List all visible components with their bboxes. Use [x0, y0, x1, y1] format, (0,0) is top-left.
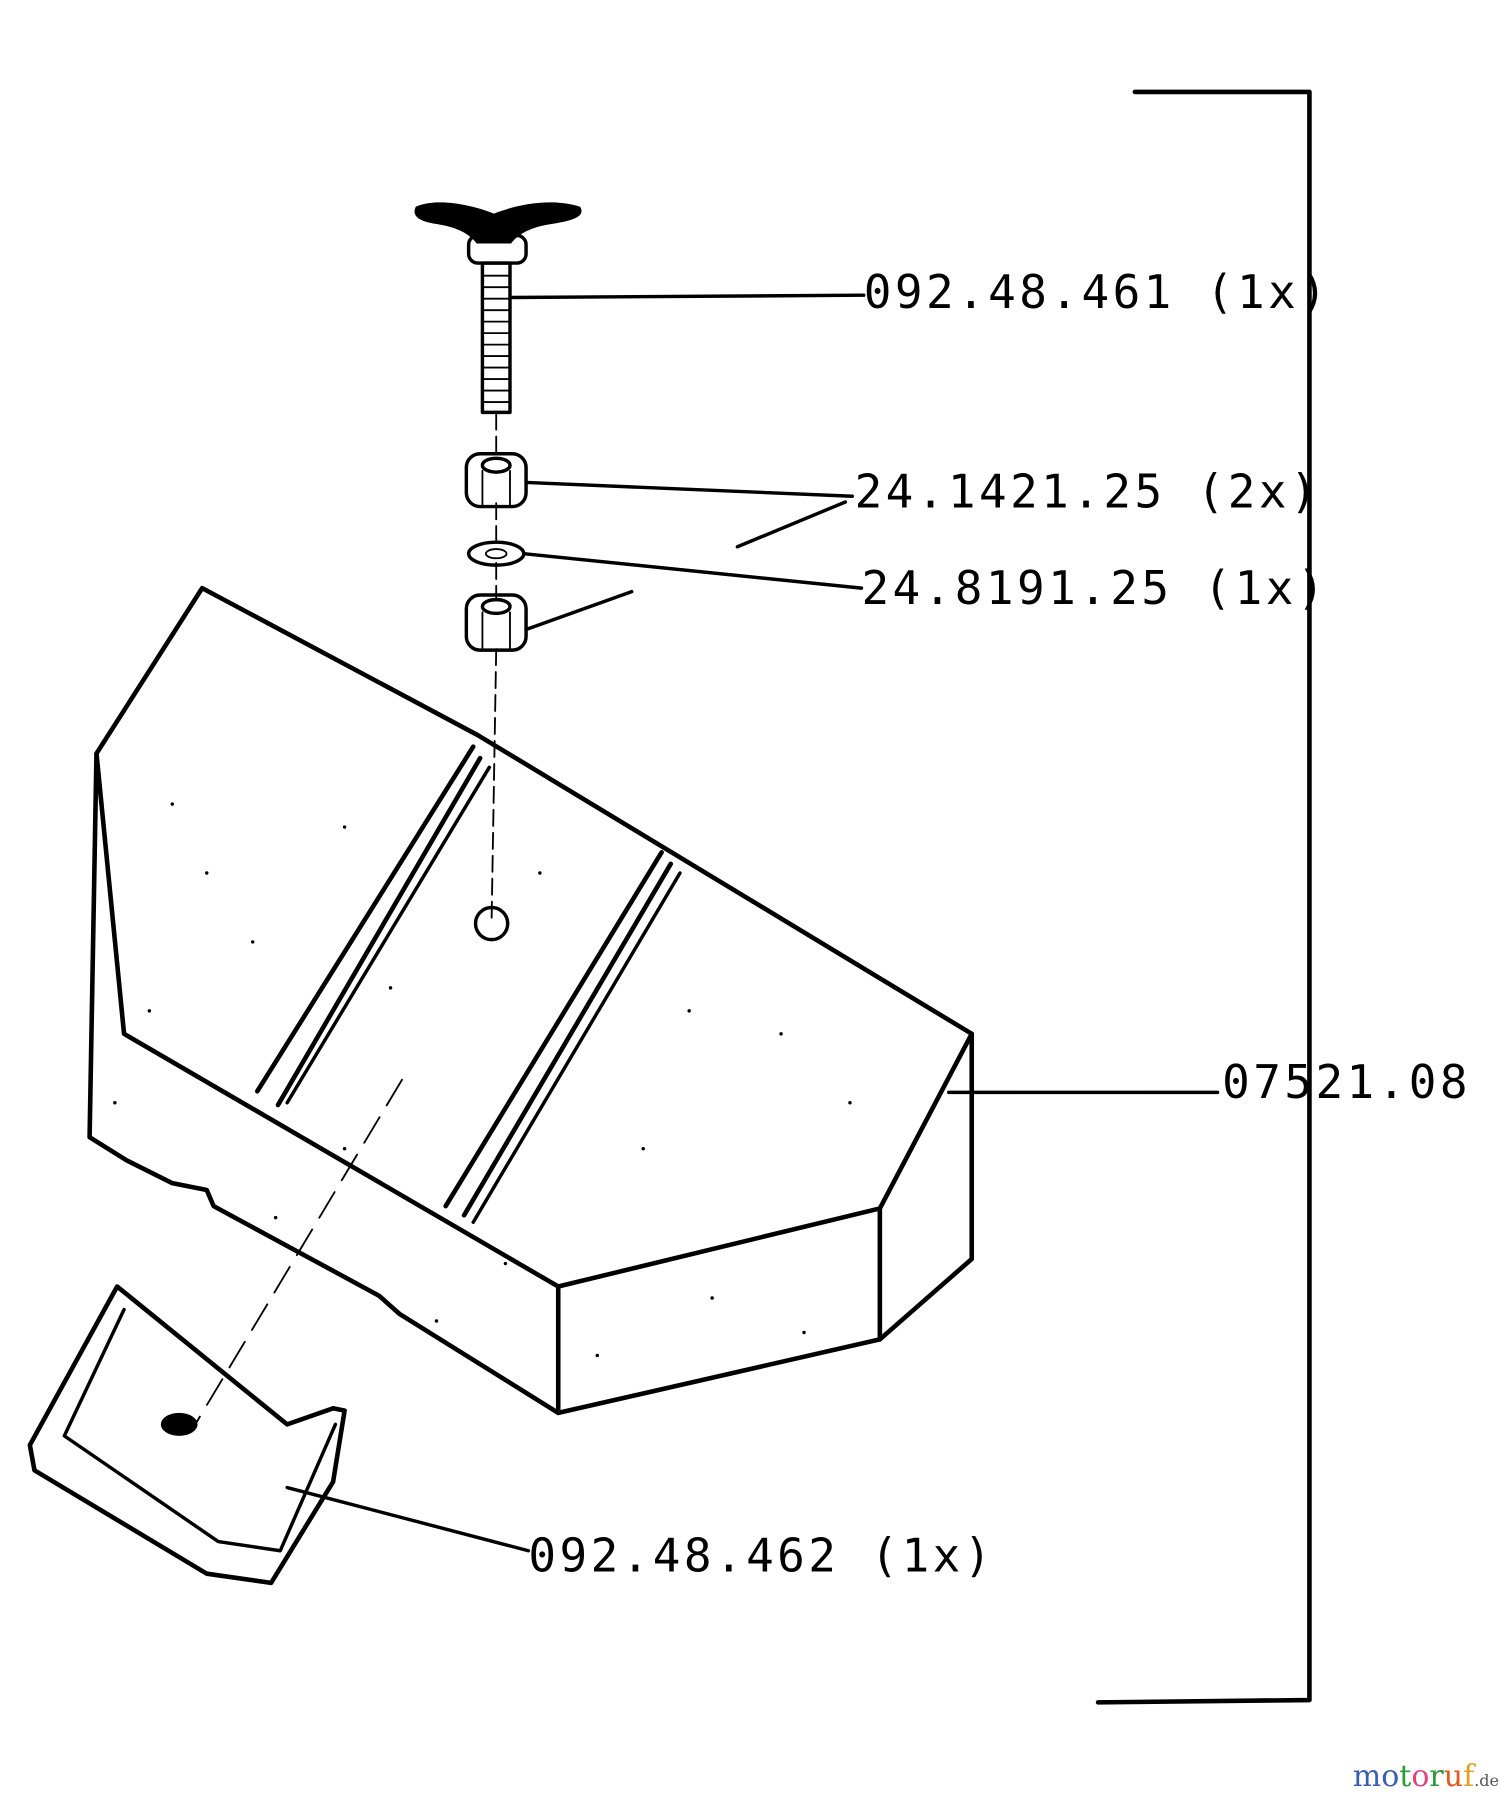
pressure-plate-icon — [27, 1284, 347, 1586]
part-label-24-1421-25: 24.1421.25 (2x) — [855, 465, 1322, 519]
foam-block-icon — [87, 585, 975, 1426]
knob-screw-icon — [414, 202, 582, 415]
leader-lines — [285, 293, 1220, 1553]
assembly-bracket — [1095, 89, 1312, 1705]
hex-nut-icon — [464, 593, 528, 652]
hex-nut-icon — [464, 452, 528, 509]
part-label-092-48-462: 092.48.462 (1x) — [528, 1528, 995, 1582]
assembly-label-07521-08: 07521.08 — [1222, 1055, 1471, 1109]
watermark-brand: motoruf — [1352, 1759, 1475, 1794]
watermark-tld: .de — [1474, 1771, 1499, 1790]
watermark-logo: motoruf.de — [1353, 1759, 1499, 1794]
washer-icon — [466, 540, 526, 567]
part-label-24-8191-25: 24.8191.25 (1x) — [861, 561, 1328, 615]
part-label-092-48-461: 092.48.461 (1x) — [864, 265, 1331, 319]
